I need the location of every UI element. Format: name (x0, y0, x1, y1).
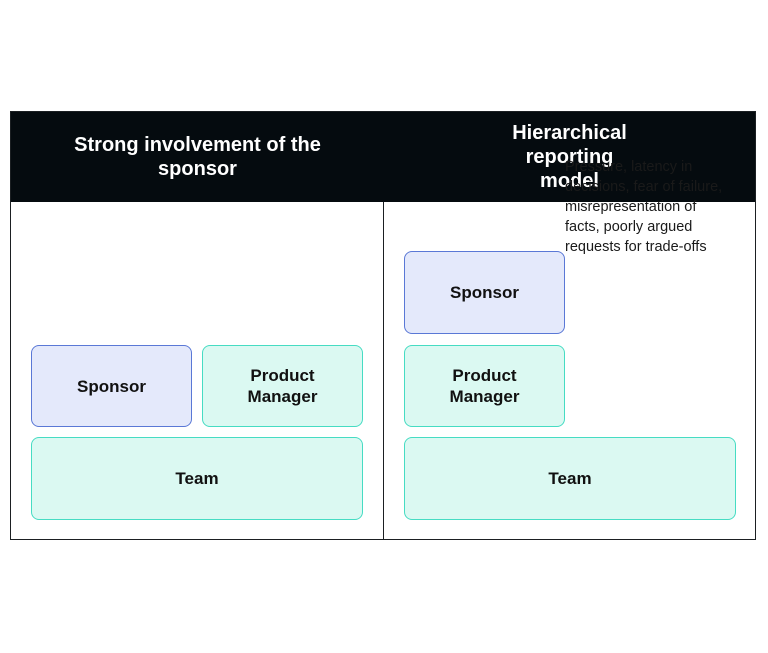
right-column-header: Hierarchical reporting model (384, 112, 755, 202)
hierarchy-issues-note: Pressure, latency in decisions, fear of … (565, 159, 723, 255)
right-sponsor-box: Sponsor (404, 251, 565, 334)
left-team-label: Team (175, 469, 219, 488)
column-divider (383, 202, 384, 539)
right-product-manager-label: Product Manager (449, 366, 520, 406)
right-team-box: Team (404, 437, 736, 520)
right-team-label: Team (548, 469, 592, 488)
left-team-box: Team (31, 437, 363, 520)
right-column-title: Hierarchical reporting model (512, 122, 627, 192)
left-product-manager-box: Product Manager (202, 345, 363, 427)
right-sponsor-label: Sponsor (450, 283, 519, 302)
left-column-title: Strong involvement of the sponsor (74, 134, 321, 180)
left-sponsor-box: Sponsor (31, 345, 192, 427)
left-column-header: Strong involvement of the sponsor (11, 112, 384, 202)
left-sponsor-label: Sponsor (77, 376, 146, 396)
left-product-manager-label: Product Manager (247, 366, 318, 406)
right-product-manager-box: Product Manager (404, 345, 565, 427)
comparison-frame: Strong involvement of the sponsor Hierar… (10, 111, 756, 540)
